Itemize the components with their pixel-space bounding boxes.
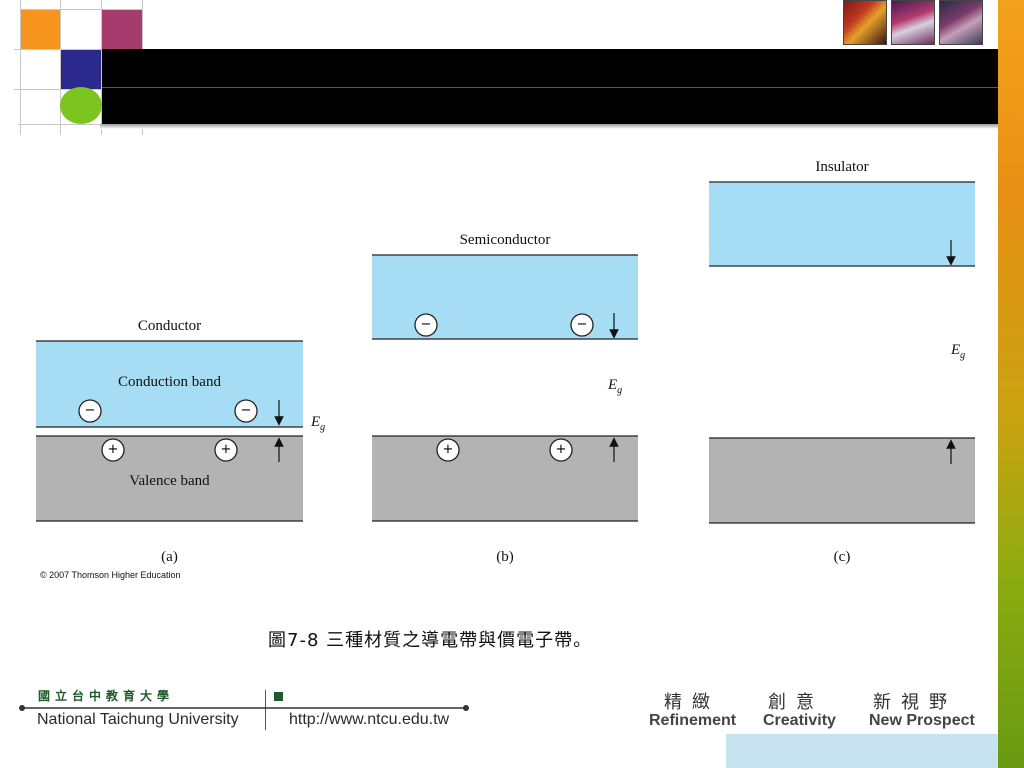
hole-symbol: + (442, 442, 454, 457)
hole-symbol: + (220, 442, 232, 457)
valence-band (372, 436, 638, 521)
conductor-title: Conductor (137, 318, 202, 334)
electron (78, 399, 102, 423)
slogan-refinement-cn: 精緻 (664, 692, 720, 713)
orange-square (21, 10, 60, 49)
electron-symbol: − (420, 317, 432, 332)
electron-symbol: − (240, 403, 252, 418)
photo-thumbnail (843, 0, 887, 45)
conduction-band-label: Conduction band (118, 374, 221, 390)
footer-divider (265, 690, 266, 730)
energy-gap-label: Eg (311, 414, 326, 433)
electron-symbol: − (576, 317, 588, 332)
green-circle (60, 87, 102, 124)
electron (234, 399, 258, 423)
slogan-creativity-en: Creativity (763, 712, 836, 729)
insulator-title: Insulator (815, 159, 869, 175)
hole (436, 438, 460, 462)
panel-c-label: (c) (833, 549, 851, 565)
valence-band (36, 436, 303, 521)
slogan-creativity-cn: 創意 (768, 692, 824, 713)
hole (101, 438, 125, 462)
slogan-refinement-en: Refinement (649, 712, 737, 729)
university-url[interactable]: http://www.ntcu.edu.tw (289, 711, 450, 728)
university-name-cn: 國立台中教育大學 (38, 689, 175, 703)
slogan-new-prospect-cn: 新視野 (873, 692, 957, 713)
electron (570, 313, 594, 337)
photo-thumbnail (939, 0, 983, 45)
semiconductor-title: Semiconductor (459, 232, 551, 248)
hole-symbol: + (107, 442, 119, 457)
university-name-en: National Taichung University (37, 711, 239, 728)
right-accent-strip (998, 0, 1024, 768)
footer-accent-block (726, 734, 998, 768)
electron (414, 313, 438, 337)
hole-symbol: + (555, 442, 567, 457)
conductor-panel (36, 340, 303, 522)
header-bar-shadow (100, 124, 998, 129)
energy-gap-label: Eg (951, 342, 966, 361)
semiconductor-panel (372, 254, 638, 522)
panel-b-label: (b) (496, 549, 514, 565)
hole (549, 438, 573, 462)
slogan-new-prospect-en: New Prospect (869, 712, 975, 729)
valence-band (709, 438, 975, 523)
hole (214, 438, 238, 462)
valence-band-label: Valence band (129, 473, 210, 489)
conduction-band (372, 255, 638, 339)
header-bar (102, 49, 998, 124)
footer-rule (19, 705, 469, 711)
energy-gap-label: Eg (608, 377, 623, 396)
figure-caption: 圖7-8 三種材質之導電帶與價電子帶。 (268, 630, 593, 651)
magenta-square (102, 10, 142, 49)
footer-logo-mark (274, 692, 283, 701)
band-diagram (36, 181, 975, 524)
photo-thumbnail (891, 0, 935, 45)
navy-square (61, 50, 101, 89)
copyright-notice: © 2007 Thomson Higher Education (40, 570, 181, 580)
insulator-panel (709, 181, 975, 524)
electron-symbol: − (84, 403, 96, 418)
panel-a-label: (a) (161, 549, 178, 565)
conduction-band (709, 182, 975, 266)
